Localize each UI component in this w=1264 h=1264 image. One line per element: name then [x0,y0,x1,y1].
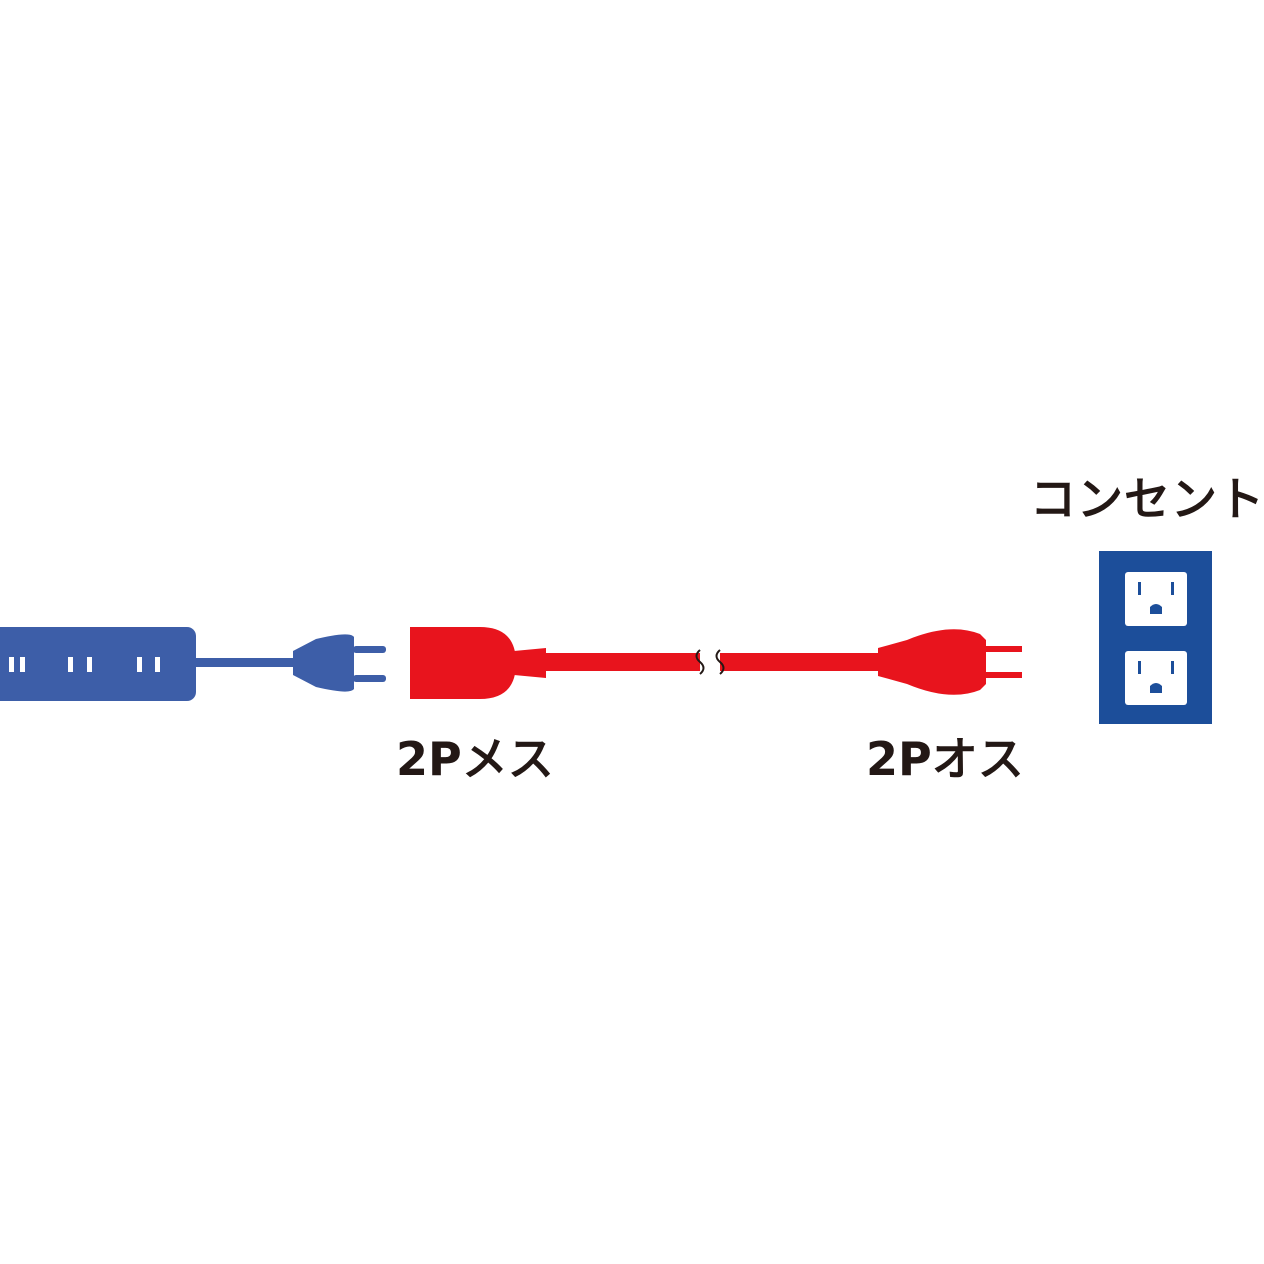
outlet-label: コンセント [1030,472,1264,526]
outlet-socket-lower [1125,651,1187,705]
cord-break-mark [695,649,705,675]
power-strip-cord [195,658,305,667]
male-plug-label: 2Pオス [866,732,1024,786]
female-connector-icon [410,627,546,699]
extension-cord [544,649,880,675]
two-prong-plug-icon [293,634,386,692]
male-plug-icon [878,629,1022,695]
female-plug-label: 2Pメス [396,732,554,786]
outlet-socket-upper [1125,572,1187,626]
wall-outlet-icon [1099,551,1212,724]
power-strip-icon [0,627,196,701]
